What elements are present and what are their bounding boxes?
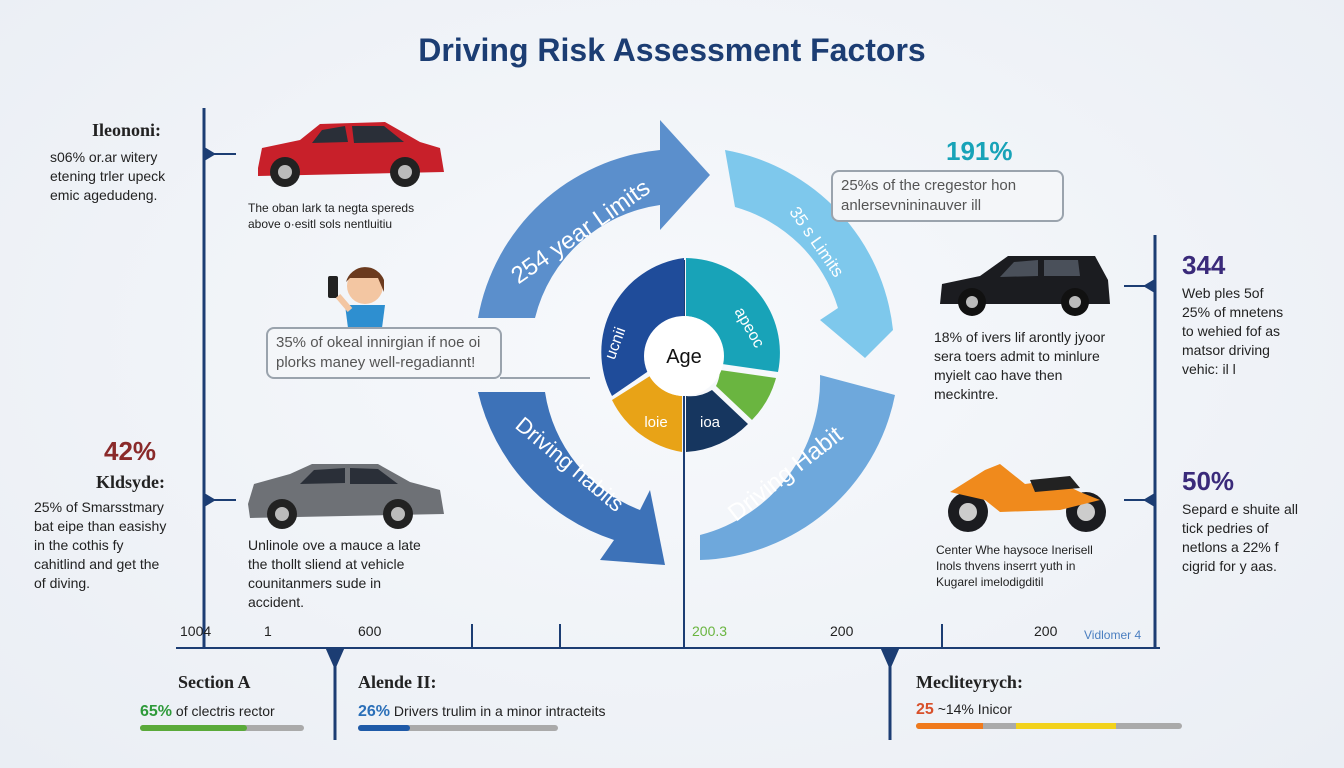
axis-label-7: Vidlomer 4 (1084, 628, 1142, 642)
section-b-pct: 26% (358, 703, 391, 720)
right-mid-text: Separd e shuite all tick pedries of netl… (1182, 501, 1298, 574)
section-a-heading: Section A (178, 672, 251, 692)
page-title: Driving Risk Assessment Factors (418, 32, 926, 68)
inner-segment-blue (601, 258, 684, 396)
ring-arrow-bottom-left (478, 392, 665, 565)
callout-right: 25%s of the cregestor hon anlersevninina… (831, 170, 1064, 222)
axis-label-1: 1004 (180, 623, 212, 639)
left-pointers (203, 146, 236, 508)
inner-label-navy: ioa (700, 414, 721, 431)
inner-segment-yellow (612, 376, 682, 452)
left-mid-text: 25% of Smarsstmary bat eipe than easishy… (34, 499, 167, 591)
bottom-dividers (325, 648, 900, 740)
right-top-text: Web ples 5of 25% of mnetens to wehied fo… (1182, 285, 1284, 377)
section-c-heading: Mecliteyrych: (916, 672, 1023, 692)
suv-icon (940, 256, 1110, 316)
left-mid-heading: Kldsyde: (96, 472, 166, 492)
section-b-progress-track (358, 725, 558, 731)
section-a-pct: 65% (140, 703, 173, 720)
section-c-pct: 25 (916, 701, 934, 718)
inner-segment-teal (686, 258, 780, 372)
section-a-text: 65% of clectris rector (140, 703, 275, 720)
left-top-text: s06% or.ar witery etening trler upeck em… (50, 149, 166, 203)
right-pointers (1124, 278, 1156, 508)
axis-label-4: 200.3 (692, 623, 728, 639)
moto-caption: Center Whe haysoce Inerisell Inols thven… (936, 543, 1093, 589)
grey-car-caption: Unlinole ove a mauce a late the thollt s… (248, 537, 421, 610)
axis-label-3: 600 (358, 623, 382, 639)
axis-label-6: 200 (1034, 623, 1058, 639)
section-a-progress-track (140, 725, 304, 731)
section-c-progress-fill (916, 723, 983, 729)
red-car-caption: The oban lark ta negta spereds above o·e… (248, 201, 415, 231)
ring-arrow-bottom-right (700, 375, 895, 560)
inner-segment-navy (686, 390, 748, 452)
ring-arrow-top-right (725, 150, 893, 358)
axis-label-2: 1 (264, 623, 272, 639)
section-c-progress-yellow (1016, 723, 1116, 729)
axis-ticks (471, 624, 943, 648)
left-top-heading: Ileononi: (92, 120, 162, 140)
inner-segment-green (716, 370, 776, 420)
section-b-heading: Alende II: (358, 672, 437, 692)
section-b-text: 26% Drivers trulim in a minor intracteit… (358, 703, 606, 720)
ring-arrow-top-left (478, 120, 710, 318)
red-car-icon (258, 122, 444, 187)
axis-label-5: 200 (830, 623, 854, 639)
section-a-progress-fill (140, 725, 247, 731)
right-top-stat: 344 (1182, 250, 1226, 280)
grey-car-icon (248, 464, 444, 529)
child-with-phone-icon (328, 267, 385, 328)
motorcycle-icon (948, 464, 1106, 532)
left-mid-stat: 42% (104, 436, 157, 466)
inner-label-yellow: loie (644, 414, 667, 431)
section-b-progress-fill (358, 725, 410, 731)
callout-left: 35% of okeal innirgian if noe oi plorks … (266, 327, 502, 379)
inner-center-label: Age (666, 346, 702, 368)
suv-caption: 18% of ivers lif arontly jyoor sera toer… (934, 329, 1106, 402)
section-c-progress-track (916, 723, 1182, 729)
top-stat: 191% (946, 136, 1013, 166)
inner-center-circle (644, 316, 724, 396)
right-mid-stat: 50% (1182, 466, 1235, 496)
section-c-text: 25 ~14% Inicor (916, 701, 1013, 718)
